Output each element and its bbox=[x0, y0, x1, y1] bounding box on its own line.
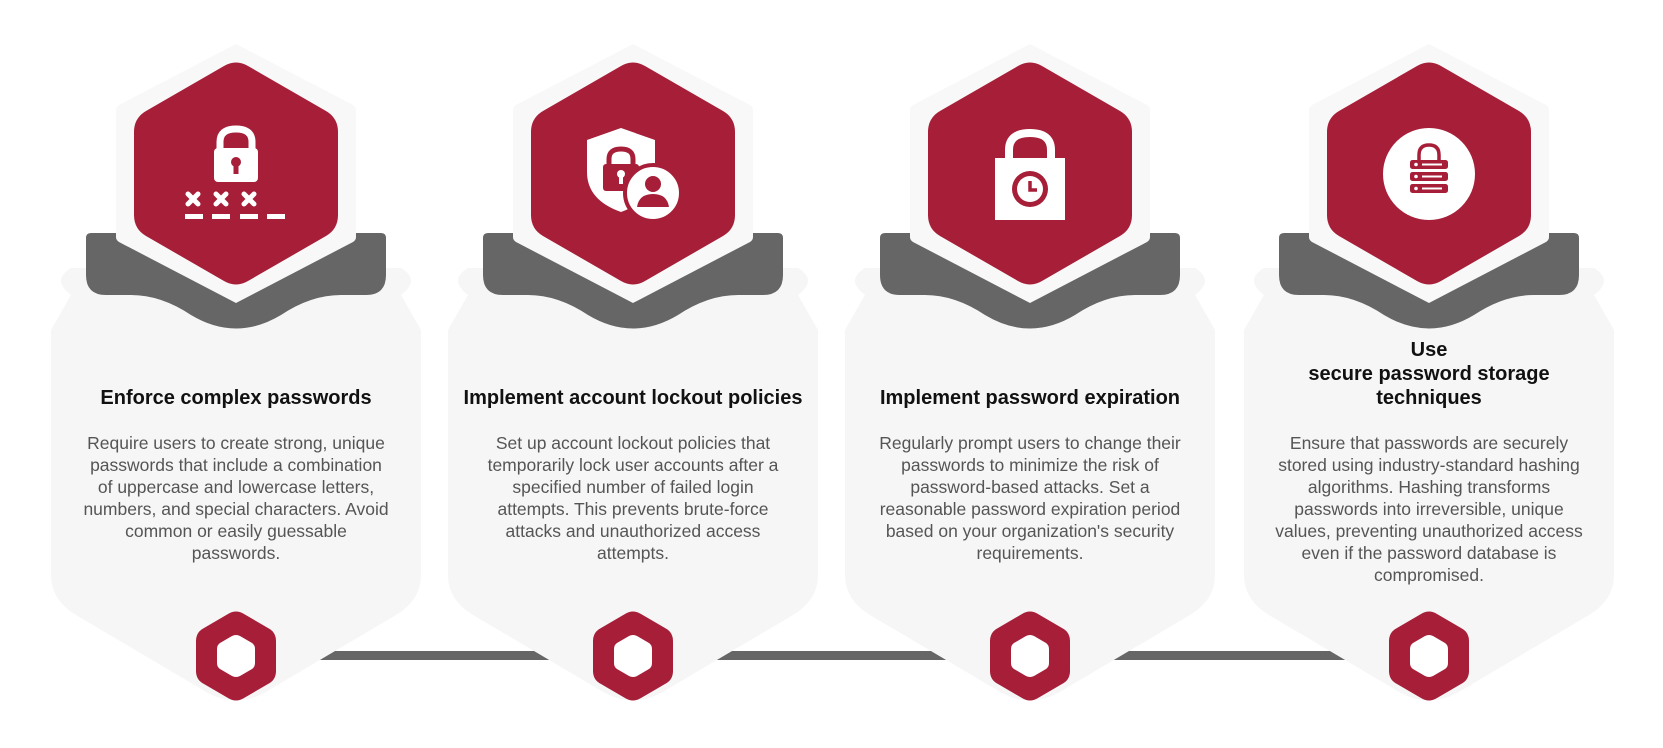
step-title: Implement password expiration bbox=[879, 387, 1181, 409]
lock-password-icon bbox=[185, 125, 285, 219]
title-box: Use secure password storage techniques bbox=[1259, 339, 1599, 410]
card-background bbox=[51, 268, 421, 701]
padlock-clock-icon bbox=[995, 128, 1065, 220]
step-description: Regularly prompt users to change their p… bbox=[879, 433, 1181, 563]
step-card-4 bbox=[1244, 44, 1614, 701]
title-box: Implement password expiration bbox=[860, 360, 1200, 410]
timeline-marker-4 bbox=[1389, 611, 1469, 701]
database-lock-icon bbox=[1383, 128, 1475, 220]
timeline-marker-1 bbox=[196, 611, 276, 701]
title-box: Implement account lockout policies bbox=[463, 360, 803, 410]
timeline-marker-3 bbox=[990, 611, 1070, 701]
step-title: Use secure password storage techniques bbox=[1308, 339, 1550, 409]
title-box: Enforce complex passwords bbox=[66, 360, 406, 410]
timeline-marker-2 bbox=[593, 611, 673, 701]
step-card-3 bbox=[845, 44, 1215, 701]
step-card-2 bbox=[448, 44, 818, 701]
card-background bbox=[448, 268, 818, 701]
card-background bbox=[845, 268, 1215, 701]
step-description: Ensure that passwords are securely store… bbox=[1275, 433, 1583, 585]
timeline-line bbox=[236, 651, 1431, 660]
step-card-1 bbox=[51, 44, 421, 701]
step-title: Enforce complex passwords bbox=[100, 387, 372, 409]
step-description: Require users to create strong, unique p… bbox=[83, 433, 389, 563]
shield-lock-user-icon bbox=[587, 128, 683, 223]
card-background bbox=[1244, 268, 1614, 701]
step-description: Set up account lockout policies that tem… bbox=[487, 433, 779, 563]
step-title: Implement account lockout policies bbox=[463, 387, 803, 409]
